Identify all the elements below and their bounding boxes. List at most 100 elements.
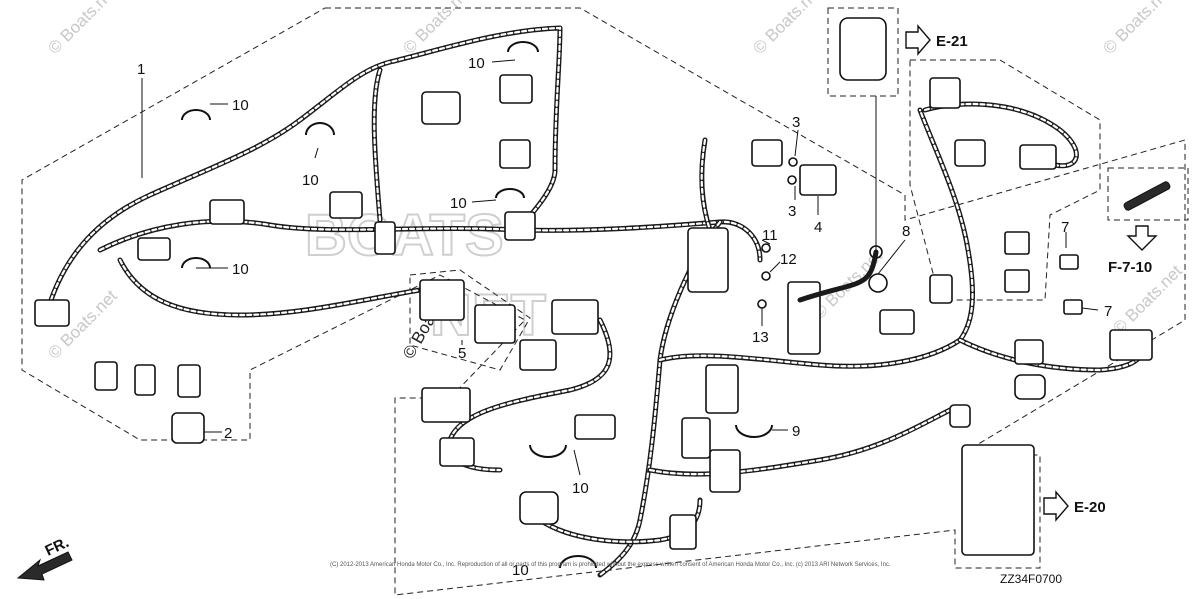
front-indicator: FR. xyxy=(16,534,73,581)
connector-mid-1 xyxy=(551,299,599,335)
connector-low-1 xyxy=(421,387,471,423)
watermark-corner-1: © Boats.net xyxy=(44,0,121,58)
part-5-relay-a xyxy=(419,279,465,321)
part-13-clip xyxy=(757,299,767,309)
connector-low-3 xyxy=(574,414,616,440)
part-8-grommet xyxy=(868,273,888,293)
connector-low-2 xyxy=(439,437,475,467)
connector-top-7 xyxy=(374,221,396,255)
connector-right-6 xyxy=(1014,339,1044,365)
connector-right-3 xyxy=(1019,144,1057,170)
reference-arrows: E-21 F-7-10 E-20 xyxy=(905,24,1158,522)
callout-1: 1 xyxy=(137,61,145,78)
diagram-code: ZZ34F0700 xyxy=(1000,572,1062,586)
callout-7-a: 7 xyxy=(1061,219,1069,236)
connector-left-3 xyxy=(134,364,156,396)
part-5-relay-b xyxy=(474,304,516,344)
connector-right-8 xyxy=(1109,329,1153,361)
callout-7-b: 7 xyxy=(1104,303,1112,320)
leader-lines xyxy=(141,59,1099,476)
part-3-nut-b xyxy=(787,175,797,185)
watermark-corner-3: © Boats.net xyxy=(749,0,826,58)
part-fuse-box xyxy=(787,281,821,355)
part-10-clip-b xyxy=(305,122,335,136)
callout-10-e: 10 xyxy=(450,195,467,212)
part-7-bolt-a xyxy=(1059,254,1079,270)
connector-right-2 xyxy=(954,139,986,167)
callout-10-f: 10 xyxy=(572,480,589,497)
callout-3-b: 3 xyxy=(788,203,796,220)
connector-mid-2 xyxy=(519,339,557,371)
callout-5: 5 xyxy=(458,345,466,362)
ref-e20: E-20 xyxy=(1074,499,1106,516)
callout-4: 4 xyxy=(814,219,822,236)
connector-right-7 xyxy=(1014,374,1046,400)
connector-right-5 xyxy=(929,274,953,304)
part-10-clip-a xyxy=(181,109,211,121)
ref-f710: F-7-10 xyxy=(1108,259,1152,276)
part-12-clip xyxy=(761,271,771,281)
part-10-clip-e xyxy=(495,188,525,199)
part-starter-relay xyxy=(839,17,887,81)
connector-top-5 xyxy=(499,139,531,169)
connector-top-4 xyxy=(499,74,533,104)
connector-low-4 xyxy=(519,491,559,525)
part-10-clip-g xyxy=(559,555,597,569)
arrow-f710-icon xyxy=(1126,225,1158,251)
callout-9: 9 xyxy=(792,423,800,440)
connector-top-2 xyxy=(329,191,363,219)
parts xyxy=(171,17,1171,569)
part-10-clip-d xyxy=(507,41,539,53)
connector-left-4 xyxy=(177,364,201,398)
frame-ground-terminal xyxy=(1107,167,1189,221)
connector-upper-right xyxy=(751,139,783,167)
part-bracket-b xyxy=(1004,269,1030,293)
part-bracket-a xyxy=(1004,231,1030,255)
callout-10-a: 10 xyxy=(232,97,249,114)
connector-right-4 xyxy=(879,309,915,335)
connector-left-5 xyxy=(137,237,171,261)
connector-left-2 xyxy=(94,361,118,391)
callout-8: 8 xyxy=(902,223,910,240)
callout-12: 12 xyxy=(780,251,797,268)
connector-center-1 xyxy=(705,364,739,414)
frame-starter-relay xyxy=(827,7,899,97)
callout-13: 13 xyxy=(752,329,769,346)
watermark-layer: © Boats.net © Boats.net © Boats.net © Bo… xyxy=(44,0,1186,363)
frame-relay-group xyxy=(409,269,531,371)
part-7-bolt-b xyxy=(1063,299,1083,315)
callout-10-g: 10 xyxy=(512,562,529,579)
watermark-corner-4: © Boats.net xyxy=(1099,0,1176,58)
connector-top-3 xyxy=(421,91,461,125)
callout-10-b: 10 xyxy=(302,172,319,189)
callout-10-d: 10 xyxy=(468,55,485,72)
connector-left-1 xyxy=(34,299,70,327)
callout-3-a: 3 xyxy=(792,114,800,131)
connector-right-9 xyxy=(949,404,971,428)
connector-center-2 xyxy=(681,417,711,459)
callout-numbers: 1 10 10 10 2 10 10 3 3 4 11 12 13 8 7 7 … xyxy=(137,55,1112,579)
part-2-sensor xyxy=(171,412,205,444)
connector-ecm-multi xyxy=(687,227,729,293)
callout-11: 11 xyxy=(762,227,778,244)
connector-top-1 xyxy=(209,199,245,225)
part-10-clip-c xyxy=(181,257,211,269)
arrow-e21-icon xyxy=(905,24,931,56)
connectors xyxy=(34,74,1153,550)
part-ground-terminal xyxy=(1123,181,1171,211)
part-11-clip xyxy=(761,243,771,253)
part-10-clip-f xyxy=(529,444,567,458)
front-arrow-icon xyxy=(16,551,73,581)
frame-sub-harness xyxy=(909,59,1101,301)
connector-center-3 xyxy=(709,449,741,493)
arrow-e20-icon xyxy=(1043,490,1069,522)
connector-low-5 xyxy=(669,514,697,550)
connector-top-6 xyxy=(504,211,536,241)
part-4-relay xyxy=(799,164,837,196)
copyright-text: (C) 2012-2013 American Honda Motor Co., … xyxy=(330,562,891,568)
callout-10-c: 10 xyxy=(232,261,249,278)
ref-e21: E-21 xyxy=(936,33,968,50)
part-3-nut-a xyxy=(788,157,798,167)
part-ecm-unit xyxy=(961,444,1035,556)
